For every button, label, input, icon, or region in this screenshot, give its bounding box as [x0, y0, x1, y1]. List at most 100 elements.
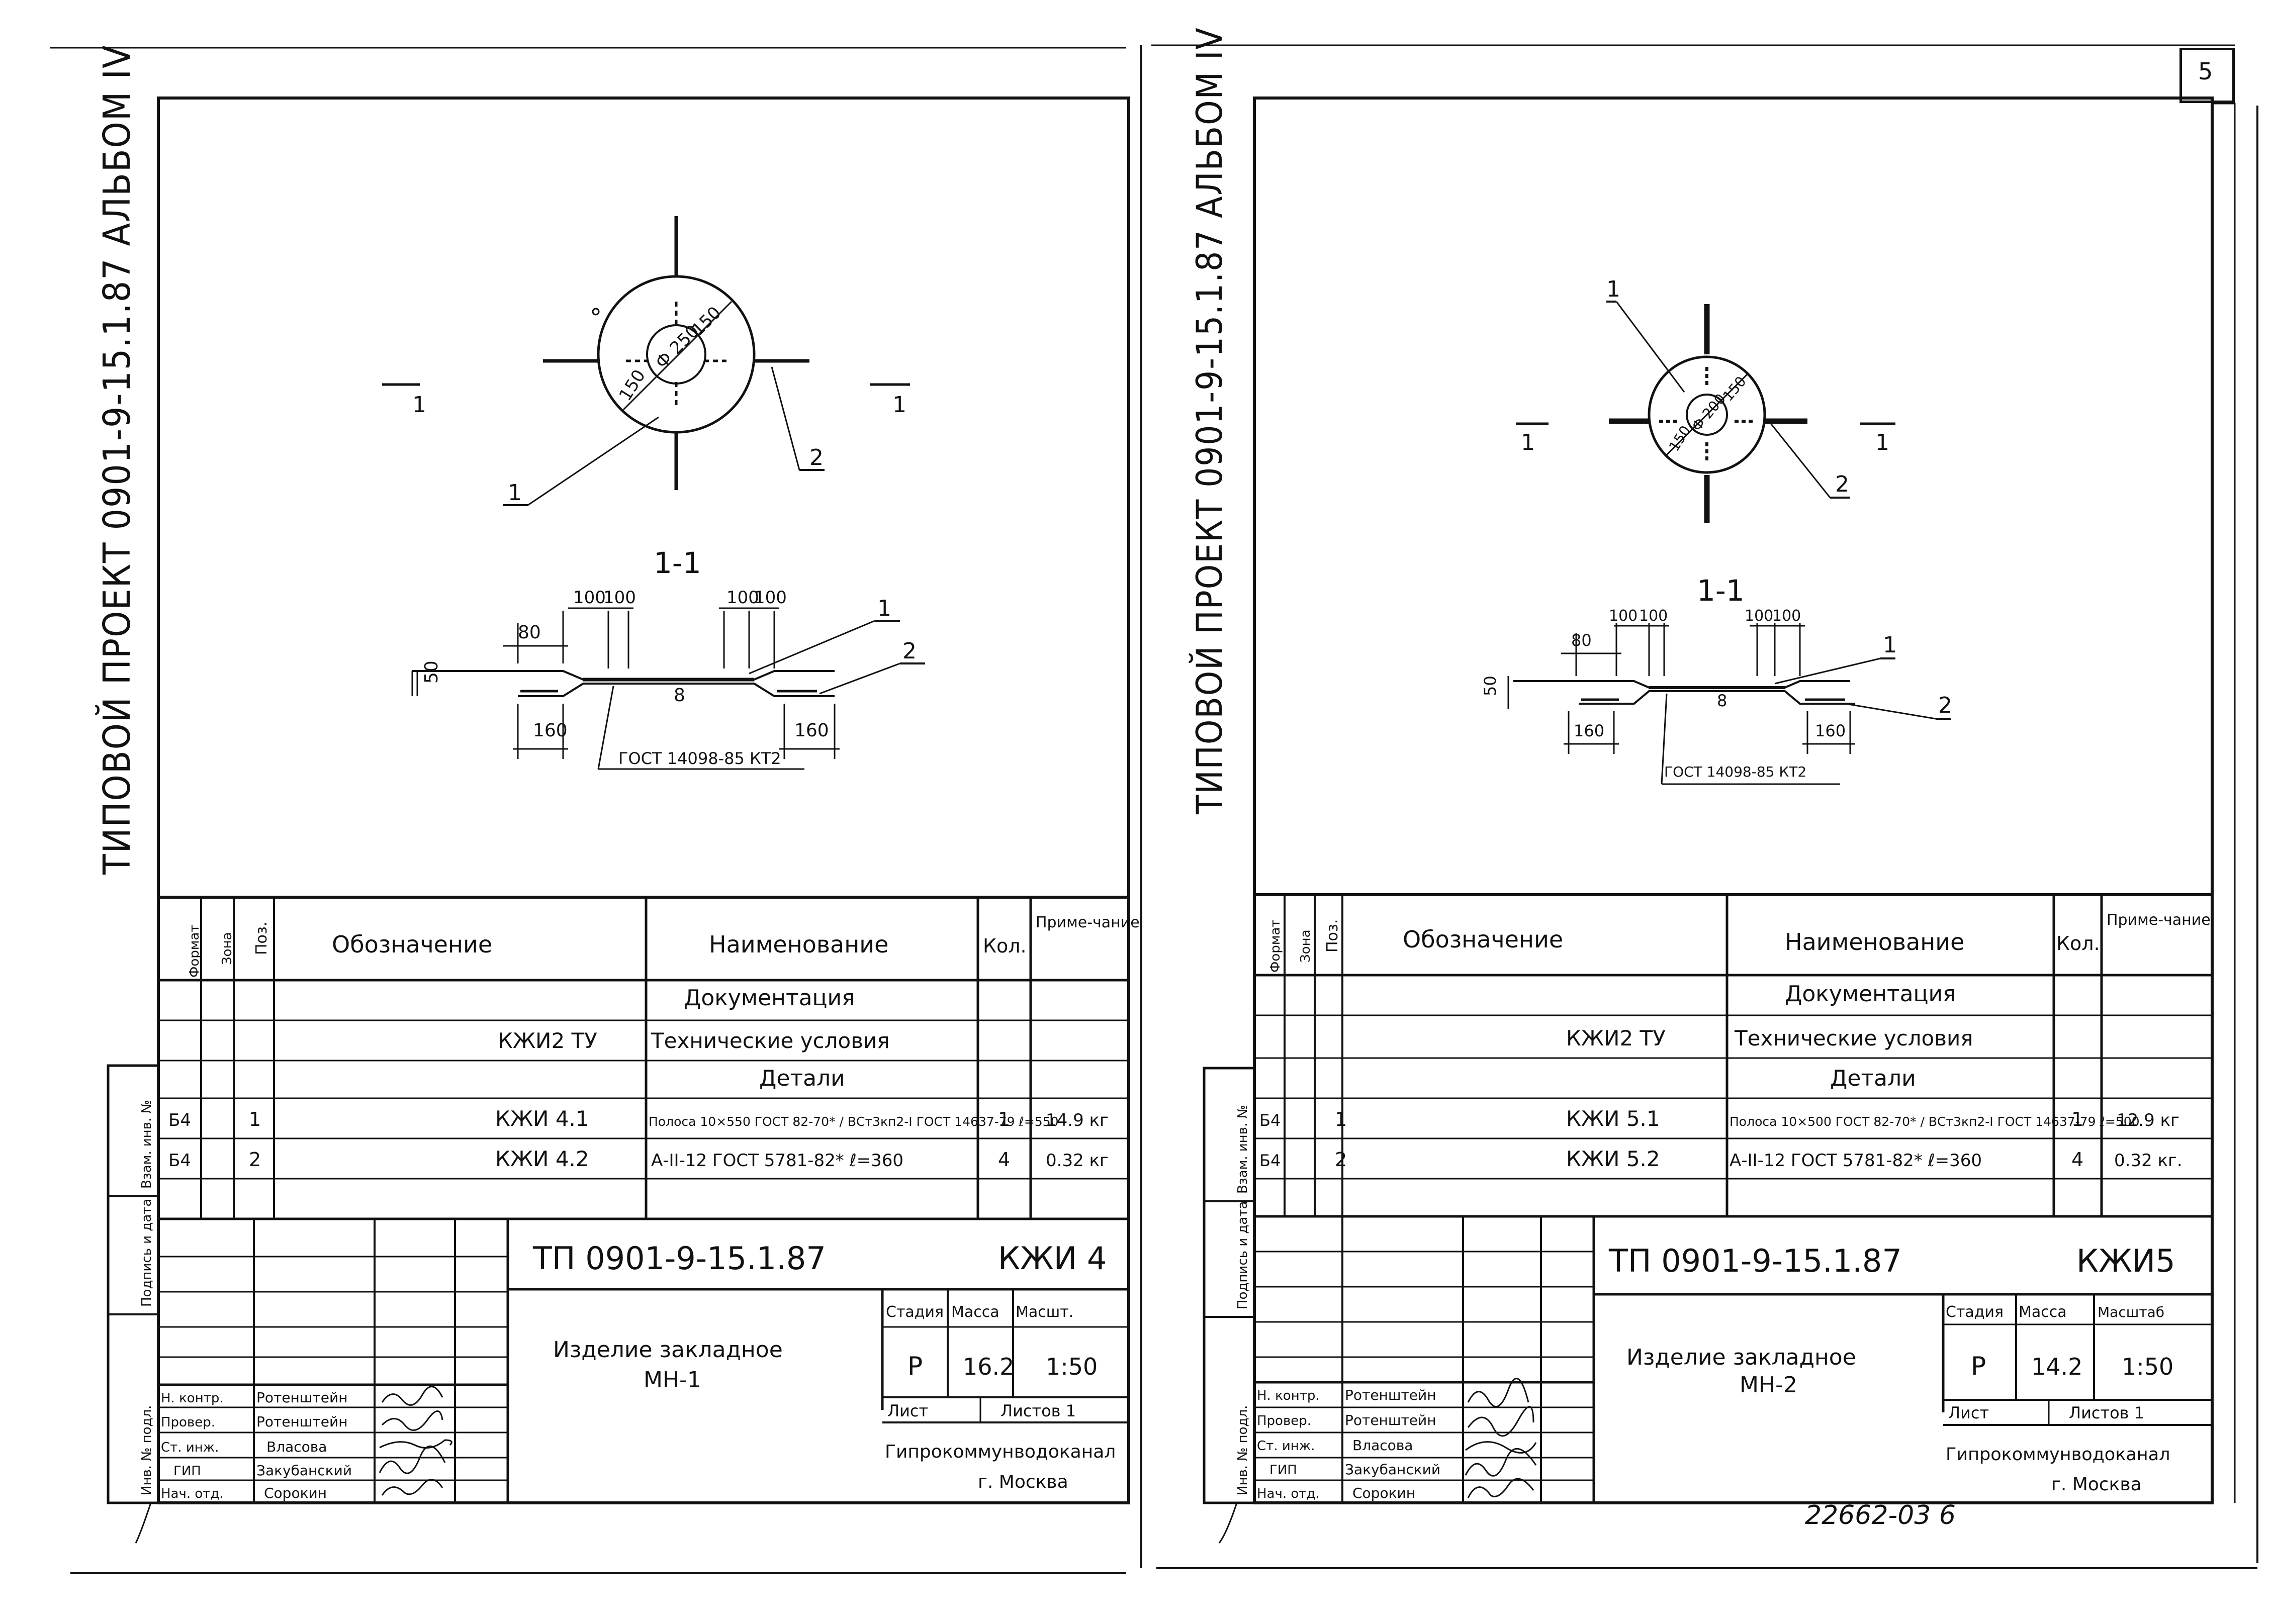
spec-row-3-pos-right: 1 [1335, 1108, 1347, 1130]
spec-row-4-pos-left: 2 [249, 1149, 261, 1171]
section-dim-100c-right: 100 [1745, 607, 1773, 625]
tb-sheets-label-right: Листов 1 [2069, 1403, 2144, 1422]
tb-sheets-label-left: Листов 1 [1001, 1401, 1076, 1420]
section-mark-left-b: 1 [892, 392, 906, 418]
margin-label-vzam-right: Взам. инв. № [1235, 1105, 1250, 1194]
section-dim-80-left: 80 [518, 622, 541, 643]
section-dim-50-left: 50 [421, 660, 442, 684]
tb-mark-left: КЖИ 4 [998, 1240, 1107, 1277]
section-view-left [411, 607, 925, 770]
section-callout-2-left: 2 [902, 638, 917, 664]
tb-scale-label-right: Масштаб [2098, 1304, 2164, 1320]
margin-label-sign-right: Подпись и дата [1235, 1201, 1250, 1309]
tb-mass-left: 16.2 [963, 1353, 1014, 1380]
tb-name-1-right: Ротенштейн [1345, 1412, 1436, 1428]
section-note-left: ГОСТ 14098-85 КТ2 [618, 749, 781, 768]
spec-row-3-format-right: Б4 [1259, 1111, 1281, 1130]
spec-header-zone-right: Зона [1298, 929, 1313, 963]
footer-doc-number: 22662-03 6 [1805, 1500, 1956, 1531]
tb-mass-label-right: Масса [2019, 1303, 2067, 1321]
section-view-right [1507, 623, 1951, 785]
tb-stage-left: Р [907, 1352, 923, 1381]
tb-scale-label-left: Масшт. [1016, 1303, 1073, 1321]
section-mark-right-a: 1 [1521, 430, 1535, 455]
section-callout-2-right: 2 [1938, 693, 1952, 718]
section-mark-left-a: 1 [412, 392, 426, 418]
tb-role-1-right: Провер. [1257, 1413, 1311, 1428]
section-dim-50-right: 50 [1481, 676, 1500, 696]
spec-header-zone-left: Зона [220, 932, 235, 965]
spec-header-note-left: Приме-чание [1036, 914, 1140, 931]
tb-org-2-right: г. Москва [2051, 1474, 2142, 1495]
section-mark-right-b: 1 [1875, 430, 1889, 455]
spec-row-2-name-left: Детали [759, 1066, 845, 1091]
spec-row-3-designation-left: КЖИ 4.1 [495, 1106, 589, 1131]
tb-mass-right: 14.2 [2031, 1353, 2082, 1380]
spec-header-format-right: Формат [1268, 920, 1283, 973]
tb-stage-label-left: Стадия [886, 1303, 944, 1321]
section-callout-1-right: 1 [1883, 632, 1897, 658]
section-title-right: 1-1 [1697, 574, 1745, 608]
spec-row-1-name-right: Технические условия [1734, 1026, 1973, 1050]
sheet-number-box [2179, 48, 2235, 103]
spec-row-4-qty-right: 4 [2071, 1149, 2083, 1171]
spec-row-3-qty-left: 1 [998, 1108, 1010, 1130]
spec-row-4-designation-right: КЖИ 5.2 [1566, 1147, 1660, 1171]
tb-org-2-left: г. Москва [978, 1472, 1068, 1492]
tb-name-2-right: Власова [1352, 1437, 1413, 1454]
section-dim-80-right: 80 [1571, 631, 1592, 650]
tb-mass-label-left: Масса [951, 1303, 999, 1321]
tb-doc-code-left: ТП 0901-9-15.1.87 [532, 1240, 826, 1277]
tb-role-0-right: Н. контр. [1257, 1388, 1320, 1403]
spec-row-4-format-right: Б4 [1259, 1151, 1281, 1170]
plan-callout-2-left: 2 [809, 445, 824, 470]
tb-role-2-right: Ст. инж. [1257, 1439, 1315, 1454]
tb-role-3-left: ГИП [173, 1464, 201, 1479]
spec-row-4-note-left: 0.32 кг [1046, 1151, 1109, 1171]
tb-doc-code-right: ТП 0901-9-15.1.87 [1608, 1243, 1902, 1279]
section-dim-100a-right: 100 [1609, 607, 1638, 625]
plan-dim-150-right: 150 [1666, 423, 1694, 454]
tb-scale-right: 1:50 [2122, 1353, 2173, 1380]
section-dim-100a-left: 100 [573, 588, 606, 608]
spec-row-3-note-right: 12.9 кг [2117, 1110, 2179, 1130]
spec-header-format-left: Формат [187, 925, 202, 978]
spec-row-1-designation-right: КЖИ2 ТУ [1566, 1026, 1666, 1050]
tb-role-4-right: Нач. отд. [1257, 1486, 1320, 1501]
spec-header-designation-right: Обозначение [1403, 926, 1563, 953]
section-weld-left: 8 [674, 685, 685, 706]
spec-row-4-designation-left: КЖИ 4.2 [495, 1147, 589, 1171]
tb-name-0-right: Ротенштейн [1345, 1387, 1436, 1403]
section-dim-160b-left: 160 [794, 720, 829, 741]
spec-header-designation-left: Обозначение [332, 931, 492, 958]
spec-row-4-format-left: Б4 [168, 1151, 191, 1171]
margin-label-inv-left: Инв. № подл. [139, 1405, 154, 1495]
spec-row-3-pos-left: 1 [249, 1108, 261, 1130]
section-dim-100b-right: 100 [1639, 607, 1668, 625]
tb-stage-right: Р [1971, 1352, 1986, 1381]
spec-header-qty-right: Кол. [2056, 932, 2100, 954]
spec-row-3-name-left: Полоса 10×550 ГОСТ 82-70* / ВСт3кп2-I ГО… [649, 1114, 1059, 1129]
spec-row-3-format-left: Б4 [168, 1110, 191, 1130]
tb-name-3-right: Закубанский [1345, 1461, 1440, 1478]
spec-row-4-name-right: А-II-12 ГОСТ 5781-82* ℓ=360 [1730, 1151, 1982, 1171]
section-dim-100d-right: 100 [1772, 607, 1801, 625]
tb-item-name-2-right: МН-2 [1740, 1372, 1797, 1398]
spec-header-pos-left: Поз. [253, 922, 270, 955]
tb-item-name-1-left: Изделие закладное [553, 1337, 783, 1363]
sheet-number: 5 [2198, 58, 2213, 85]
section-dim-100c-left: 100 [726, 588, 759, 608]
section-callout-1-left: 1 [877, 596, 891, 621]
tb-name-4-left: Сорокин [264, 1485, 327, 1501]
tb-role-4-left: Нач. отд. [161, 1486, 224, 1501]
spec-row-1-name-left: Технические условия [651, 1028, 890, 1053]
spec-row-4-name-left: А-II-12 ГОСТ 5781-82* ℓ=360 [651, 1151, 903, 1171]
spec-row-2-name-right: Детали [1830, 1066, 1916, 1091]
section-weld-right: 8 [1717, 691, 1727, 710]
tb-sheet-label-right: Лист [1948, 1403, 1989, 1422]
tb-name-1-left: Ротенштейн [256, 1413, 348, 1430]
plan-callout-1-right: 1 [1606, 276, 1620, 302]
spec-row-1-designation-left: КЖИ2 ТУ [498, 1028, 597, 1053]
tb-sheet-label-left: Лист [887, 1401, 928, 1420]
